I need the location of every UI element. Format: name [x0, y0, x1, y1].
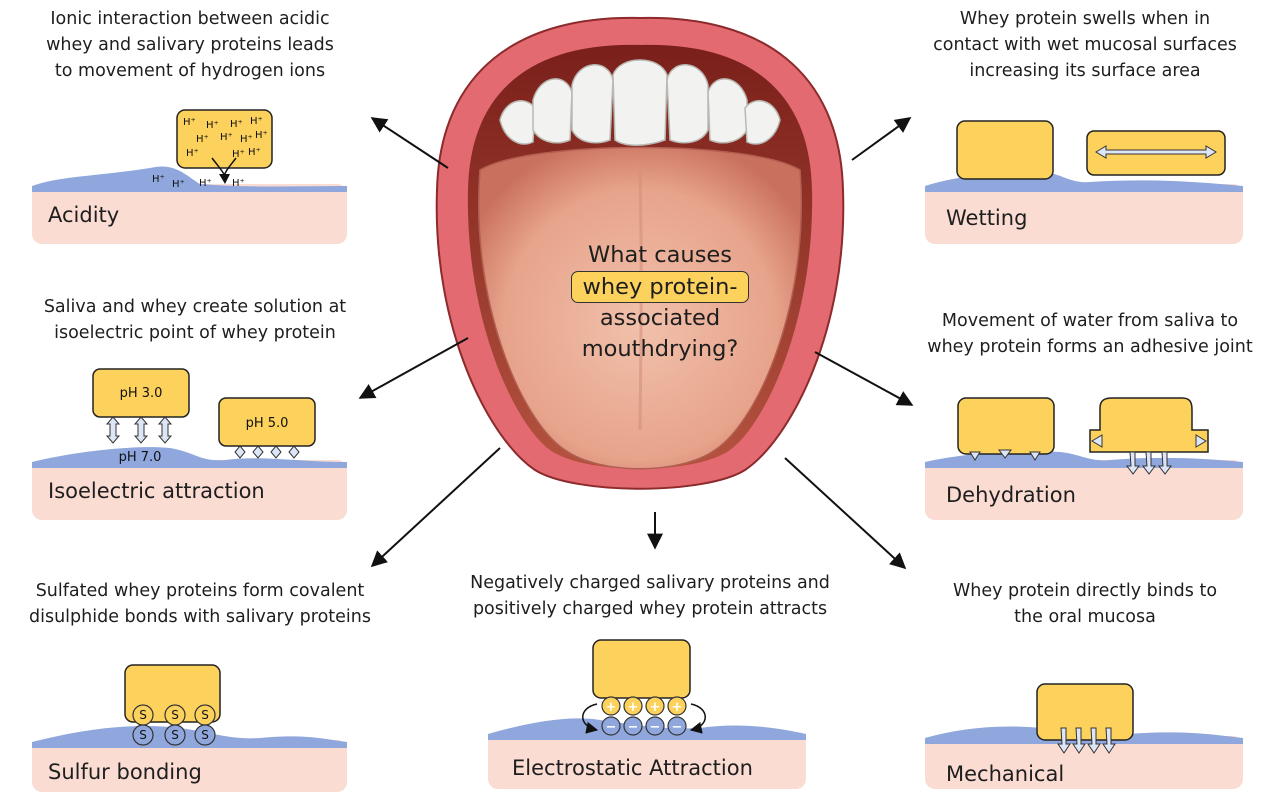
caption-line: Negatively charged salivary proteins and — [445, 570, 855, 596]
ion-flow-head — [219, 174, 230, 184]
arrow-to-isoelectric — [360, 338, 468, 398]
sulfur-symbol: S — [139, 728, 147, 742]
ion-label: H⁺ — [183, 117, 196, 128]
ion-label: H⁺ — [199, 178, 212, 189]
minus-sign: − — [650, 720, 661, 735]
ph-label-saliva: pH 7.0 — [119, 450, 162, 465]
minus-sign: − — [672, 720, 683, 735]
ion-label: H⁺ — [152, 174, 165, 185]
question-highlight: whey protein- — [571, 271, 748, 303]
saliva-layer — [32, 447, 347, 468]
minus-sign: − — [628, 720, 639, 735]
ion-label: H⁺ — [232, 149, 245, 160]
title-sulfur: Sulfur bonding — [48, 760, 202, 784]
caption-dehydration: Movement of water from saliva to whey pr… — [905, 308, 1275, 360]
question-line-4: mouthdrying? — [520, 334, 800, 365]
caption-line: Whey protein swells when in — [910, 6, 1260, 32]
ion-label: H⁺ — [250, 116, 263, 127]
caption-line: to movement of hydrogen ions — [20, 58, 360, 84]
caption-acidity: Ionic interaction between acidic whey an… — [20, 6, 360, 84]
ph-arrows-block-1 — [107, 417, 171, 443]
sulfur-symbol: S — [171, 708, 179, 722]
caption-line: increasing its surface area — [910, 58, 1260, 84]
ph-arrows-block-2 — [235, 446, 299, 458]
center-question: What causes whey protein- associated mou… — [520, 240, 800, 365]
sulfur-symbol: S — [139, 708, 147, 722]
ion-label: H⁺ — [232, 178, 245, 189]
ph-label-block-1: pH 3.0 — [120, 386, 163, 401]
title-dehydration: Dehydration — [946, 483, 1076, 507]
question-line-1: What causes — [520, 240, 800, 271]
minus-sign: − — [606, 720, 617, 735]
caption-line: isoelectric point of whey protein — [20, 320, 370, 346]
whey-particle-dry — [957, 121, 1053, 179]
sulfur-symbol: S — [201, 708, 209, 722]
caption-line: Ionic interaction between acidic — [20, 6, 360, 32]
caption-electrostatic: Negatively charged salivary proteins and… — [445, 570, 855, 622]
arrow-to-sulfur — [372, 448, 500, 566]
caption-isoelectric: Saliva and whey create solution at isoel… — [20, 294, 370, 346]
plus-sign: + — [628, 700, 639, 715]
caption-line: Whey protein directly binds to — [920, 578, 1250, 604]
question-line-3: associated — [520, 303, 800, 334]
title-isoelectric: Isoelectric attraction — [48, 479, 265, 503]
ion-label: H⁺ — [186, 148, 199, 159]
whey-particle — [1037, 684, 1133, 740]
caption-line: whey and salivary proteins leads — [20, 32, 360, 58]
arrow-to-acidity — [372, 118, 448, 168]
ph-label-block-2: pH 5.0 — [246, 416, 289, 431]
ion-label: H⁺ — [255, 130, 268, 141]
sulfur-symbol: S — [171, 728, 179, 742]
caption-sulfur: Sulfated whey proteins form covalent dis… — [5, 578, 395, 630]
title-electrostatic: Electrostatic Attraction — [512, 756, 753, 780]
arrow-to-wetting — [852, 118, 910, 160]
plus-sign: + — [650, 700, 661, 715]
ion-label: H⁺ — [220, 132, 233, 143]
caption-line: disulphide bonds with salivary proteins — [5, 604, 395, 630]
title-mechanical: Mechanical — [946, 762, 1064, 786]
ion-label: H⁺ — [240, 134, 253, 145]
ion-label: H⁺ — [196, 134, 209, 145]
attraction-arrow-right — [691, 704, 705, 730]
plus-sign: + — [606, 700, 617, 715]
arrow-to-dehydration — [815, 352, 912, 405]
ion-label: H⁺ — [172, 179, 185, 190]
caption-line: Sulfated whey proteins form covalent — [5, 578, 395, 604]
plus-sign: + — [672, 700, 683, 715]
sulfur-symbol: S — [201, 728, 209, 742]
saliva-layer — [32, 166, 347, 192]
title-wetting: Wetting — [946, 206, 1027, 230]
ion-label: H⁺ — [248, 147, 261, 158]
ion-label: H⁺ — [206, 120, 219, 131]
caption-line: the oral mucosa — [920, 604, 1250, 630]
caption-line: Saliva and whey create solution at — [20, 294, 370, 320]
saliva-layer — [32, 726, 347, 748]
caption-line: contact with wet mucosal surfaces — [910, 32, 1260, 58]
arrow-to-mechanical — [785, 458, 905, 568]
whey-particle-1 — [958, 398, 1054, 454]
whey-particle-2 — [1090, 398, 1208, 452]
caption-mechanical: Whey protein directly binds to the oral … — [920, 578, 1250, 630]
caption-line: positively charged whey protein attracts — [445, 596, 855, 622]
whey-particle — [593, 640, 690, 698]
title-acidity: Acidity — [48, 203, 119, 227]
ion-label: H⁺ — [230, 119, 243, 130]
caption-line: whey protein forms an adhesive joint — [905, 334, 1275, 360]
caption-wetting: Whey protein swells when in contact with… — [910, 6, 1260, 84]
caption-line: Movement of water from saliva to — [905, 308, 1275, 334]
